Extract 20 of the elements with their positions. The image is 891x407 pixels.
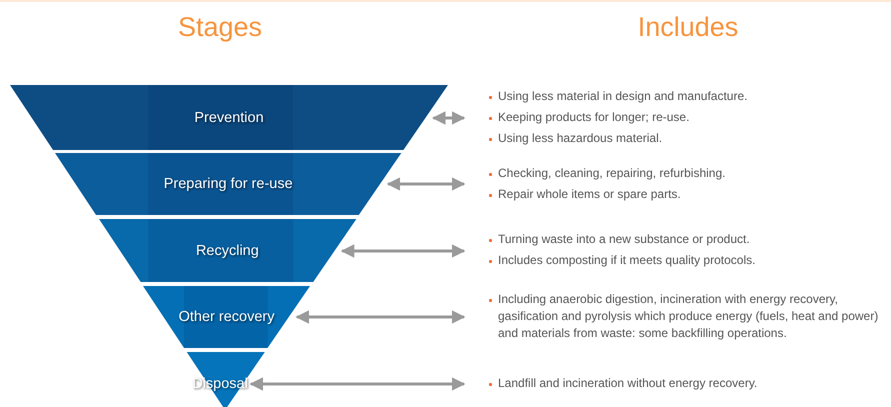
bullet-text: Keeping products for longer; re-use. [487,109,887,126]
column-heading: Includes [638,12,738,43]
stage-label: Recycling [194,243,260,259]
stage-label: Other recovery [178,309,276,325]
stage-label: Prevention [193,110,265,126]
double-arrow [432,111,466,125]
bullet-text: Includes composting if it meets quality protocols. [487,252,887,269]
bullet-text: Landfill and incineration without energy recovery. [487,375,887,392]
bullet-text: Repair whole items or spare parts. [487,186,887,203]
bullet-text: Using less material in design and manufacture. [487,88,887,105]
bullet-text: Turning waste into a new substance or product. [487,231,887,248]
double-arrow [386,177,466,191]
double-arrow [296,310,466,324]
bullet-text: Checking, cleaning, repairing, refurbishing. [487,165,887,182]
double-arrow [250,377,466,391]
bullet-text: Using less hazardous material. [487,130,887,147]
double-arrow [340,244,466,258]
bullet-text: Including anaerobic digestion, incineration with energy recovery, gasification and pyrolysis which produce energy (fuels, heat and power) and materials from waste: some backfilling operations. [487,291,887,342]
column-heading: Stages [178,12,262,43]
stage-label: Preparing for re-use [162,176,294,192]
